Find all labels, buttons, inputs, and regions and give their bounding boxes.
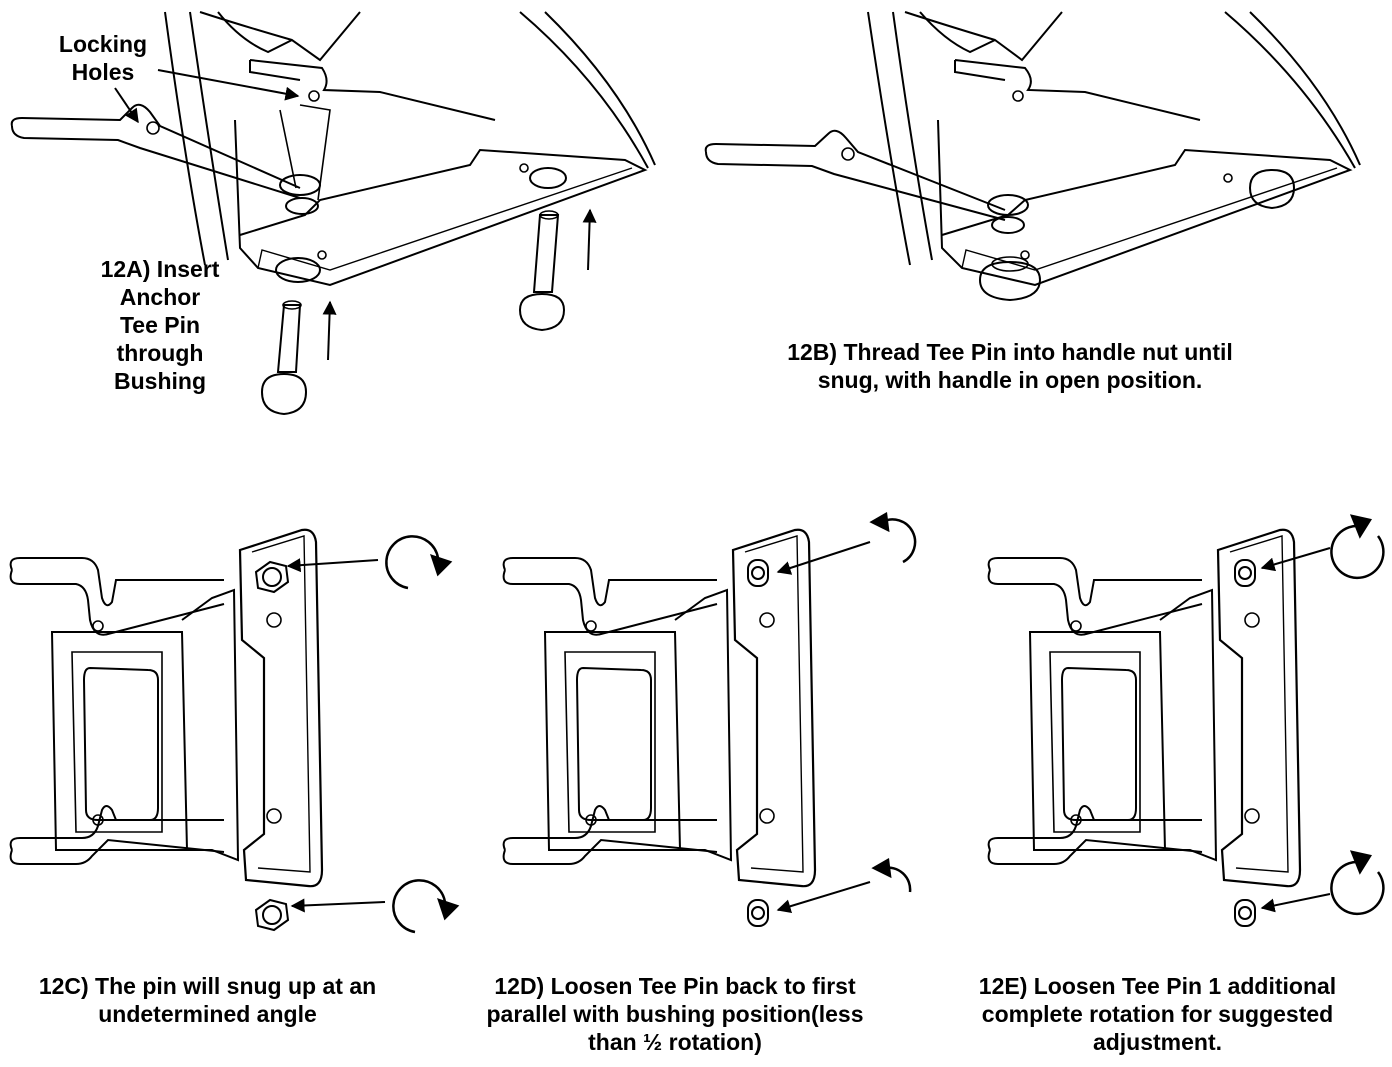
illustration-12d	[502, 528, 817, 888]
locking-holes-line-1: Locking	[58, 31, 148, 57]
caption-12a: 12A) Insert Anchor Tee Pin through Bushi…	[75, 255, 245, 395]
caption-12e-line-1: 12E) Loosen Tee Pin 1 additional	[978, 973, 1337, 999]
clockwise-arrow-icon	[385, 535, 460, 934]
caption-12b-line-1: 12B) Thread Tee Pin into handle nut unti…	[787, 339, 1233, 365]
caption-12a-line-2: Anchor	[119, 284, 201, 310]
caption-12b: 12B) Thread Tee Pin into handle nut unti…	[715, 338, 1305, 394]
caption-12a-line-4: through	[116, 340, 204, 366]
locking-hole-leader-2	[114, 87, 139, 124]
pins-12e	[1234, 559, 1256, 927]
locking-holes-line-2: Holes	[71, 59, 135, 85]
caption-12c-line-2: undetermined angle	[98, 1001, 317, 1027]
pins-12d	[747, 559, 769, 927]
full-rotation-arrow-icon	[1330, 514, 1385, 916]
caption-12a-line-1: 12A) Insert	[100, 256, 220, 282]
illustration-12c	[9, 528, 324, 888]
pointer-12e-bottom	[1260, 893, 1331, 913]
pointer-12e-top	[1260, 547, 1331, 572]
caption-12d: 12D) Loosen Tee Pin back to first parall…	[430, 972, 920, 1056]
locking-holes-label: Locking Holes	[38, 30, 168, 86]
illustration-12b	[704, 11, 1361, 302]
caption-12a-line-3: Tee Pin	[119, 312, 201, 338]
caption-12d-line-2: parallel with bushing position(less	[486, 1001, 864, 1027]
arrow-up-12a-right	[582, 208, 597, 271]
pointer-12d-bottom	[776, 881, 871, 914]
pointer-12c-top	[286, 558, 379, 573]
locking-hole-leader-1	[157, 69, 300, 101]
illustration-12a	[10, 11, 656, 416]
counterclockwise-arrow-icon	[869, 511, 917, 893]
caption-12c-line-1: 12C) The pin will snug up at an	[38, 973, 377, 999]
pointer-12c-bottom	[290, 898, 386, 913]
caption-12c: 12C) The pin will snug up at an undeterm…	[0, 972, 415, 1028]
pins-12c	[254, 560, 290, 932]
caption-12e: 12E) Loosen Tee Pin 1 additional complet…	[930, 972, 1385, 1056]
arrow-up-12a-left	[322, 300, 337, 361]
caption-12e-line-3: adjustment.	[1092, 1029, 1223, 1055]
caption-12a-line-5: Bushing	[114, 368, 206, 394]
caption-12b-line-2: snug, with handle in open position.	[817, 367, 1203, 393]
caption-12e-line-2: complete rotation for suggested	[981, 1001, 1334, 1027]
caption-12d-line-1: 12D) Loosen Tee Pin back to first	[494, 973, 856, 999]
caption-12d-line-3: than ½ rotation)	[588, 1029, 762, 1055]
pointer-12d-top	[776, 541, 871, 575]
